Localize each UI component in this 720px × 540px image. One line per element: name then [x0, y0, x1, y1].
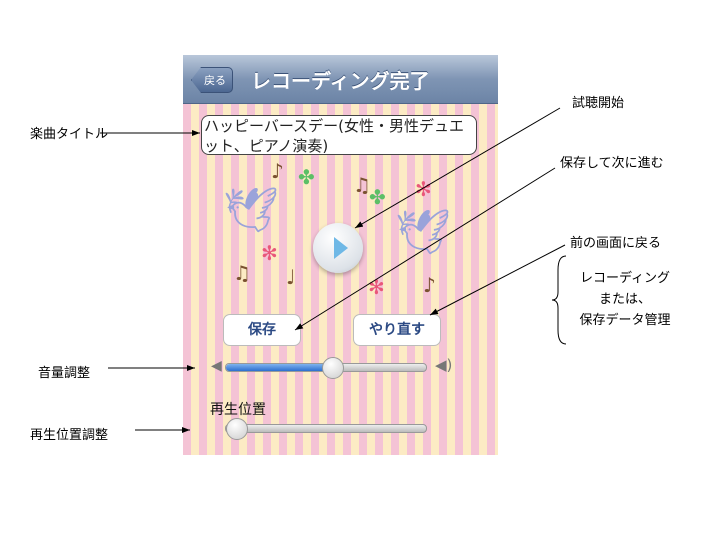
music-note-icon: ♫ — [353, 173, 371, 197]
music-note-icon: ♩ — [286, 265, 296, 289]
annotation-save: 保存して次に進む — [560, 156, 664, 171]
bird-icon: 🕊 — [395, 207, 451, 258]
annotation-play: 試聴開始 — [572, 96, 625, 111]
flower-icon: ✻ — [261, 241, 278, 265]
song-title: ハッピーバースデー(女性・男性デュエット、ピアノ演奏) — [201, 115, 477, 155]
note-line: または、 — [598, 292, 651, 307]
volume-slider[interactable] — [225, 357, 427, 379]
note-line: レコーディング — [579, 271, 671, 286]
clover-icon: ✤ — [298, 165, 315, 189]
app-screen: 戻る レコーディング完了 ハッピーバースデー(女性・男性デュエット、ピアノ演奏)… — [183, 55, 498, 455]
annotation-redo: 前の画面に戻る — [570, 236, 662, 251]
clover-icon: ✤ — [369, 185, 386, 209]
volume-high-icon: ◀) — [435, 356, 453, 374]
redo-button[interactable]: やり直す — [353, 314, 441, 346]
music-note-icon: ♪ — [271, 159, 284, 183]
note-line: 保存データ管理 — [579, 313, 671, 328]
playback-label: 再生位置 — [210, 402, 266, 418]
annotation-redo-note: レコーディング または、 保存データ管理 — [575, 268, 675, 331]
annotation-volume: 音量調整 — [38, 366, 91, 381]
bird-icon: 🕊 — [223, 185, 279, 236]
play-button[interactable] — [313, 223, 363, 273]
annotation-playback: 再生位置調整 — [30, 428, 109, 443]
annotation-song-title: 楽曲タイトル — [30, 127, 109, 142]
volume-thumb[interactable] — [322, 357, 344, 379]
playback-thumb[interactable] — [226, 418, 248, 440]
volume-low-icon: ◀ — [211, 358, 222, 374]
music-note-icon: ♫ — [233, 261, 251, 285]
volume-fill — [226, 364, 332, 371]
playback-slider[interactable] — [225, 418, 427, 440]
flower-icon: ✻ — [415, 177, 432, 201]
page-title: レコーディング完了 — [251, 69, 430, 93]
music-note-icon: ♪ — [423, 273, 436, 297]
back-button[interactable]: 戻る — [191, 67, 233, 93]
nav-bar: 戻る レコーディング完了 — [183, 55, 498, 104]
save-button[interactable]: 保存 — [223, 314, 301, 346]
